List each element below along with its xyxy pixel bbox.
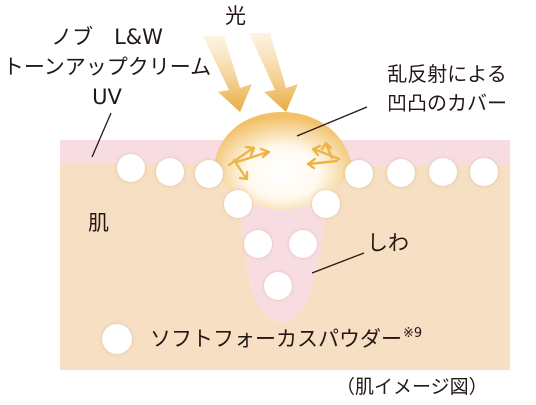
light-beams: [203, 33, 298, 112]
particle: [429, 158, 457, 186]
scatter-label: 乱反射による 凹凸のカバー: [387, 62, 507, 115]
scatter-leader-line: [296, 106, 368, 137]
light-beam-right: [249, 33, 298, 112]
particle: [289, 230, 317, 258]
particle: [224, 190, 252, 218]
particle: [156, 158, 184, 186]
particle: [345, 160, 373, 188]
particle: [312, 190, 340, 218]
diagram-caption: （肌イメージ図）: [336, 376, 488, 398]
particle: [264, 272, 292, 300]
light-beam-left: [203, 36, 252, 112]
powder-label: ソフトフォーカスパウダー: [150, 327, 402, 351]
powder-footnote-mark: ※9: [403, 326, 423, 341]
particle: [470, 158, 498, 186]
powder-particles: [102, 154, 498, 354]
powder-legend: ソフトフォーカスパウダー※9: [150, 327, 422, 350]
scatter-arrows: [227, 141, 341, 181]
legend-particle: [102, 324, 132, 354]
particle: [244, 230, 272, 258]
product-name: ノブ L&W トーンアップクリーム UV: [2, 25, 212, 109]
skin-area: [60, 164, 510, 370]
light-label: 光: [225, 4, 246, 28]
particle: [387, 159, 415, 187]
leader-lines: [91, 106, 368, 274]
wrinkle-label: しわ: [367, 231, 409, 255]
skin-label: 肌: [88, 211, 109, 235]
particle: [117, 154, 145, 182]
light-dome: [214, 112, 352, 210]
cream-layer: [60, 140, 510, 322]
wrinkle-leader-line: [311, 252, 365, 274]
product-leader-line: [91, 112, 112, 158]
particle: [195, 160, 223, 188]
